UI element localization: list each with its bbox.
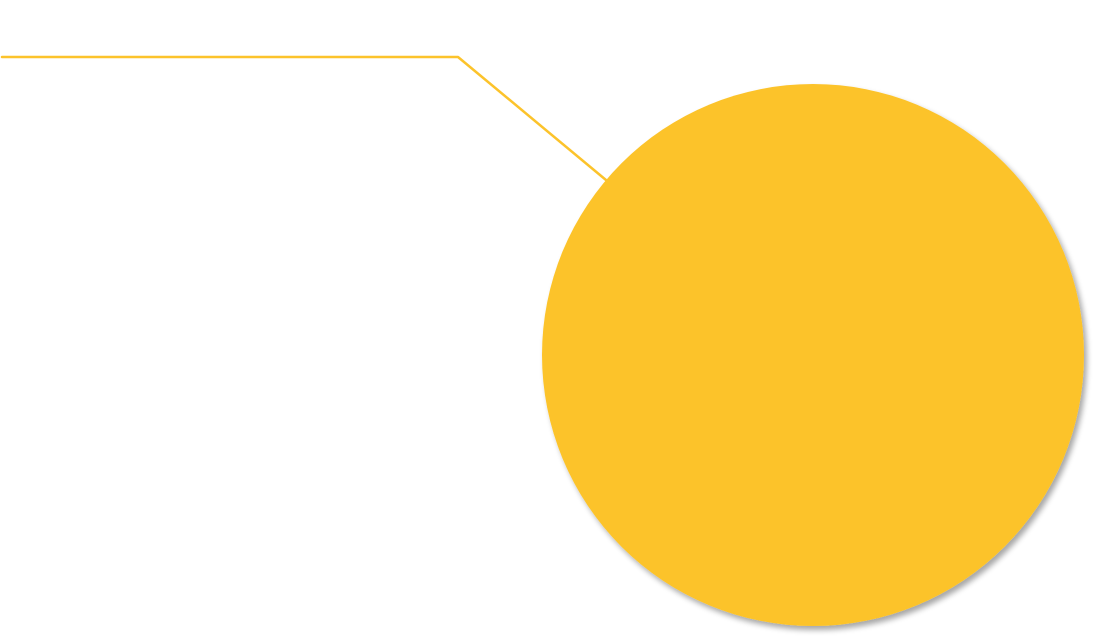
- yellow-circle: [542, 84, 1084, 626]
- callout-leader-line: [0, 55, 614, 187]
